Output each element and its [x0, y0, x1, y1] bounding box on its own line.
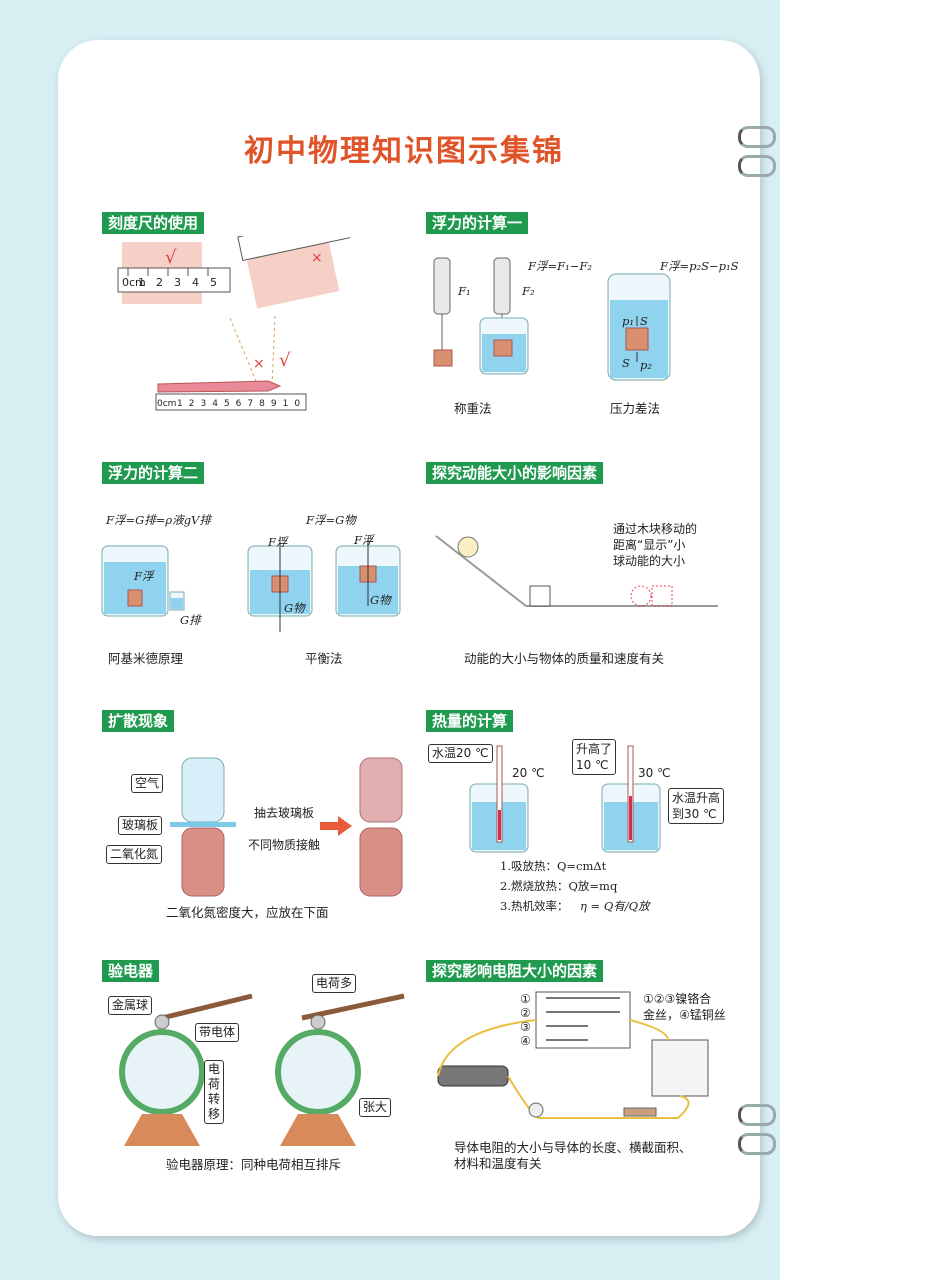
label-metal-ball: 金属球 [108, 996, 153, 1015]
label-g-object-1: G物 [284, 601, 305, 615]
caption-electroscope: 验电器原理：同种电荷相互排斥 [166, 1157, 342, 1172]
long-ruler-scale: 0cm [157, 399, 177, 409]
label-s-top: S [640, 314, 648, 328]
label-charge-transfer: 电荷转移 [204, 1060, 225, 1124]
caption-kinetic-energy: 动能的大小与物体的质量和速度有关 [464, 651, 665, 666]
label-f2: F₂ [522, 284, 535, 298]
eye-wrong-mark: × [253, 356, 265, 372]
section-heading-heat: 热量的计算 [426, 710, 514, 732]
formula-heat-absorb: 1.吸放热：Q=cmΔt [500, 859, 607, 873]
label-remove-glass: 抽去玻璃板 [254, 806, 315, 820]
label-efficiency: 3.热机效率： [500, 899, 569, 913]
formula-heat-combustion: 2.燃烧放热：Q放=mq [500, 879, 618, 893]
caption-equilibrium: 平衡法 [305, 651, 343, 666]
formula-efficiency: η = Q有/Q放 [580, 899, 650, 913]
archimedes-diagram [101, 545, 185, 617]
section-heading-buoyancy-2: 浮力的计算二 [102, 462, 205, 484]
incline-diagram [435, 535, 718, 607]
label-more-charge: 电荷多 [312, 974, 357, 993]
beaker-diagram [469, 745, 661, 853]
electroscope-diagram [119, 993, 405, 1146]
label-f-buoyancy-2: F浮 [268, 535, 288, 549]
label-temp-30: 30 ℃ [638, 766, 671, 780]
label-f1: F₁ [458, 284, 471, 298]
eye-correct-mark: √ [279, 350, 291, 371]
formula-archimedes: F浮=G排=ρ液gV排 [106, 513, 211, 527]
caption-archimedes: 阿基米德原理 [108, 651, 184, 666]
caption-diffusion: 二氧化氮密度大，应放在下面 [166, 905, 329, 920]
label-charged-body: 带电体 [195, 1023, 240, 1042]
label-f-buoyancy-3: F浮 [354, 533, 374, 547]
diffusion-diagram [170, 757, 403, 897]
binder-ring-icon [738, 1133, 776, 1155]
label-s-bottom: S [622, 356, 630, 370]
label-p2: p₂ [640, 358, 652, 372]
label-g-displaced: G排 [180, 613, 201, 627]
label-no2: 二氧化氮 [106, 845, 163, 864]
ruler-diagram [117, 236, 350, 411]
short-ruler-scale: 0cm [122, 276, 146, 289]
binder-ring-icon [738, 155, 776, 177]
label-glass-plate: 玻璃板 [118, 816, 163, 835]
page-title: 初中物理知识图示集锦 [244, 134, 564, 169]
section-heading-resistance: 探究影响电阻大小的因素 [426, 960, 604, 982]
section-heading-ruler: 刻度尺的使用 [102, 212, 205, 234]
label-f-buoyancy-1: F浮 [134, 569, 154, 583]
section-heading-diffusion: 扩散现象 [102, 710, 175, 732]
caption-pressure-difference: 压力差法 [610, 401, 661, 416]
circuit-diagram [437, 991, 709, 1119]
label-spread: 张大 [359, 1098, 392, 1117]
binder-ring-icon [738, 126, 776, 148]
label-substance-contact: 不同物质接触 [248, 838, 321, 852]
binder-ring-icon [738, 1104, 776, 1126]
label-rise-to: 水温升高到30 ℃ [668, 788, 725, 824]
formula-weighing: F浮=F₁−F₂ [528, 259, 592, 273]
label-temp-20: 20 ℃ [512, 766, 545, 780]
equilibrium-diagram [247, 538, 401, 632]
short-ruler-ticks: 12345 [138, 276, 228, 289]
spring-scale-diagram [433, 257, 529, 375]
kinetic-note: 通过木块移动的 距离“显示”小 球动能的大小 [613, 522, 698, 568]
label-p1: p₁ [622, 314, 634, 328]
section-heading-electroscope: 验电器 [102, 960, 160, 982]
formula-equilibrium: F浮=G物 [306, 513, 356, 527]
long-ruler-ticks: 12345678910 [177, 399, 307, 409]
label-g-object-2: G物 [370, 593, 391, 607]
caption-weighing-method: 称重法 [454, 401, 492, 416]
section-heading-kinetic-energy: 探究动能大小的影响因素 [426, 462, 604, 484]
resistance-note: ①②③镍铬合金丝，④锰铜丝 [643, 992, 726, 1022]
label-water-temp: 水温20 ℃ [428, 744, 493, 763]
formula-pressure-difference: F浮=p₂S−p₁S [660, 259, 739, 273]
pressure-difference-diagram [607, 273, 671, 381]
ruler-wrong-mark: × [311, 250, 323, 266]
caption-resistance: 导体电阻的大小与导体的长度、横截面积、材料和温度有关 [454, 1140, 692, 1171]
section-heading-buoyancy-1: 浮力的计算一 [426, 212, 529, 234]
label-air: 空气 [131, 774, 164, 793]
ruler-check-mark: √ [165, 247, 177, 268]
